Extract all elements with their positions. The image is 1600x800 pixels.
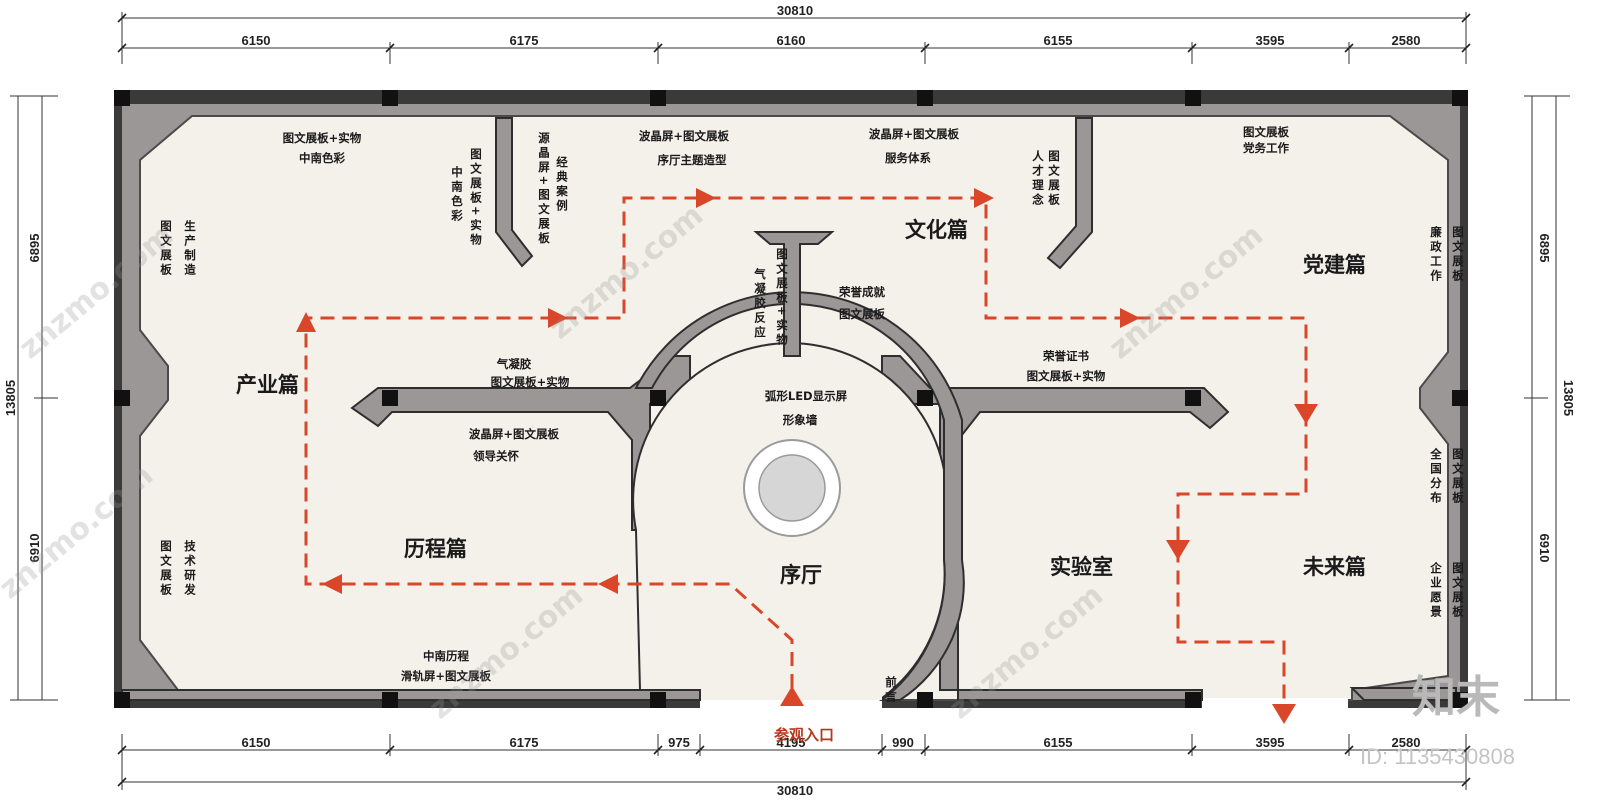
zone-licheng: 历程篇 xyxy=(404,537,467,561)
wall-bottom-left xyxy=(121,689,701,701)
arrow-down-exit xyxy=(1272,704,1296,724)
lobby-feature-inner xyxy=(758,454,826,522)
label-g1: 图文展板 xyxy=(1243,125,1289,139)
dim-top-4: 6155 xyxy=(1044,33,1073,48)
dim-bottom-6: 6155 xyxy=(1044,735,1073,750)
label-c2: 经典案例 xyxy=(555,155,569,214)
label-b1: 图文展板+实物 xyxy=(469,147,483,248)
label-i2: 气凝胶反应 xyxy=(753,267,767,340)
label-n1: 波晶屏+图文展板 xyxy=(469,427,560,441)
arrow-down-2 xyxy=(1166,540,1190,560)
label-g2: 党务工作 xyxy=(1243,141,1289,155)
label-h1: 图文展板 xyxy=(159,219,173,278)
route-arrows xyxy=(296,188,1318,724)
brand-logo: 知末 xyxy=(1412,672,1500,723)
dim-top-3: 6160 xyxy=(777,33,806,48)
dim-bottom-total: 30810 xyxy=(777,783,813,798)
label-a2: 中南色彩 xyxy=(299,151,345,165)
label-m1: 弧形LED显示屏 xyxy=(765,389,848,403)
arrow-right-2 xyxy=(696,188,716,208)
dim-left-total: 13805 xyxy=(3,380,18,416)
dim-right-2: 6910 xyxy=(1537,534,1552,563)
dim-top-5: 3595 xyxy=(1256,33,1285,48)
arrow-right-1 xyxy=(548,308,568,328)
dim-bottom-2: 6175 xyxy=(510,735,539,750)
dim-right-total: 13805 xyxy=(1561,380,1576,416)
visitor-route xyxy=(304,196,1308,712)
label-r1: 图文展板 xyxy=(1451,561,1465,620)
label-s1: 中南历程 xyxy=(423,649,469,663)
dim-top-total: 30810 xyxy=(777,3,813,18)
dim-left-1: 6895 xyxy=(27,234,42,263)
label-l2: 图文展板+实物 xyxy=(1027,369,1106,383)
arrow-left-2 xyxy=(322,574,342,594)
dim-top-1: 6150 xyxy=(242,33,271,48)
label-j1: 荣誉成就 xyxy=(838,285,885,299)
dim-top-6: 2580 xyxy=(1392,33,1421,48)
label-d1: 波晶屏+图文展板 xyxy=(639,129,730,143)
image-id: ID: 1135430808 xyxy=(1360,744,1515,769)
zone-weilai: 未来篇 xyxy=(1303,555,1366,579)
wall-slant-1 xyxy=(495,117,534,268)
label-k2: 图文展板+实物 xyxy=(491,375,570,389)
label-q2: 技术研发 xyxy=(183,539,197,598)
zone-xuting: 序厅 xyxy=(780,563,822,587)
arrow-right-3 xyxy=(974,188,994,208)
label-f2: 人才理念 xyxy=(1031,149,1045,208)
arrow-up-left xyxy=(296,312,316,332)
dim-right-1: 6895 xyxy=(1537,234,1552,263)
label-p1: 图文展板 xyxy=(1451,447,1465,506)
partition-t-wall xyxy=(753,231,835,357)
zone-wenhua: 文化篇 xyxy=(905,218,968,242)
arrow-up-entry xyxy=(780,686,804,706)
dim-bottom-7: 3595 xyxy=(1256,735,1285,750)
label-o1: 图文展板 xyxy=(1451,225,1465,284)
dim-bottom-3: 975 xyxy=(668,735,690,750)
structural-columns xyxy=(114,90,1468,708)
label-p2: 全国分布 xyxy=(1429,447,1443,506)
label-c1: 源晶屏+图文展板 xyxy=(537,131,551,246)
dim-left-2: 6910 xyxy=(27,534,42,563)
label-b2: 中南色彩 xyxy=(450,165,464,224)
dim-bottom-4: 4195 xyxy=(777,735,806,750)
label-h2: 生产制造 xyxy=(183,219,197,278)
dimension-lines xyxy=(10,12,1570,790)
dim-bottom-1: 6150 xyxy=(242,735,271,750)
entry-label: 参观入口 xyxy=(774,726,834,744)
dimension-ticks xyxy=(117,13,1471,787)
label-t1: 前言 xyxy=(884,675,898,705)
zone-shiyanshi: 实验室 xyxy=(1050,555,1113,579)
arrow-down-1 xyxy=(1294,404,1318,424)
dim-bottom-5: 990 xyxy=(892,735,914,750)
zone-dangjian: 党建篇 xyxy=(1303,253,1366,277)
label-e1: 波晶屏+图文展板 xyxy=(869,127,960,141)
arrow-left-1 xyxy=(598,574,618,594)
label-n2: 领导关怀 xyxy=(472,449,519,463)
label-l1: 荣誉证书 xyxy=(1042,349,1089,363)
label-i1: 图文展板+实物 xyxy=(775,247,789,348)
label-k1: 气凝胶 xyxy=(496,357,532,371)
label-r2: 企业愿景 xyxy=(1429,561,1443,620)
dim-top-2: 6175 xyxy=(510,33,539,48)
label-e2: 服务体系 xyxy=(885,151,931,165)
label-d2: 序厅主题造型 xyxy=(658,153,727,167)
arrow-right-4 xyxy=(1120,308,1140,328)
wall-slant-2 xyxy=(1046,117,1093,270)
zone-chanye: 产业篇 xyxy=(236,373,299,397)
label-o2: 廉政工作 xyxy=(1429,225,1443,284)
label-m2: 形象墙 xyxy=(783,413,818,427)
label-f1: 图文展板 xyxy=(1047,149,1061,208)
label-a1: 图文展板+实物 xyxy=(283,131,362,145)
wall-bottom-right xyxy=(957,689,1203,701)
label-s2: 滑轨屏+图文展板 xyxy=(401,669,492,683)
label-q1: 图文展板 xyxy=(159,539,173,598)
label-j2: 图文展板 xyxy=(839,307,885,321)
dim-bottom-8: 2580 xyxy=(1392,735,1421,750)
